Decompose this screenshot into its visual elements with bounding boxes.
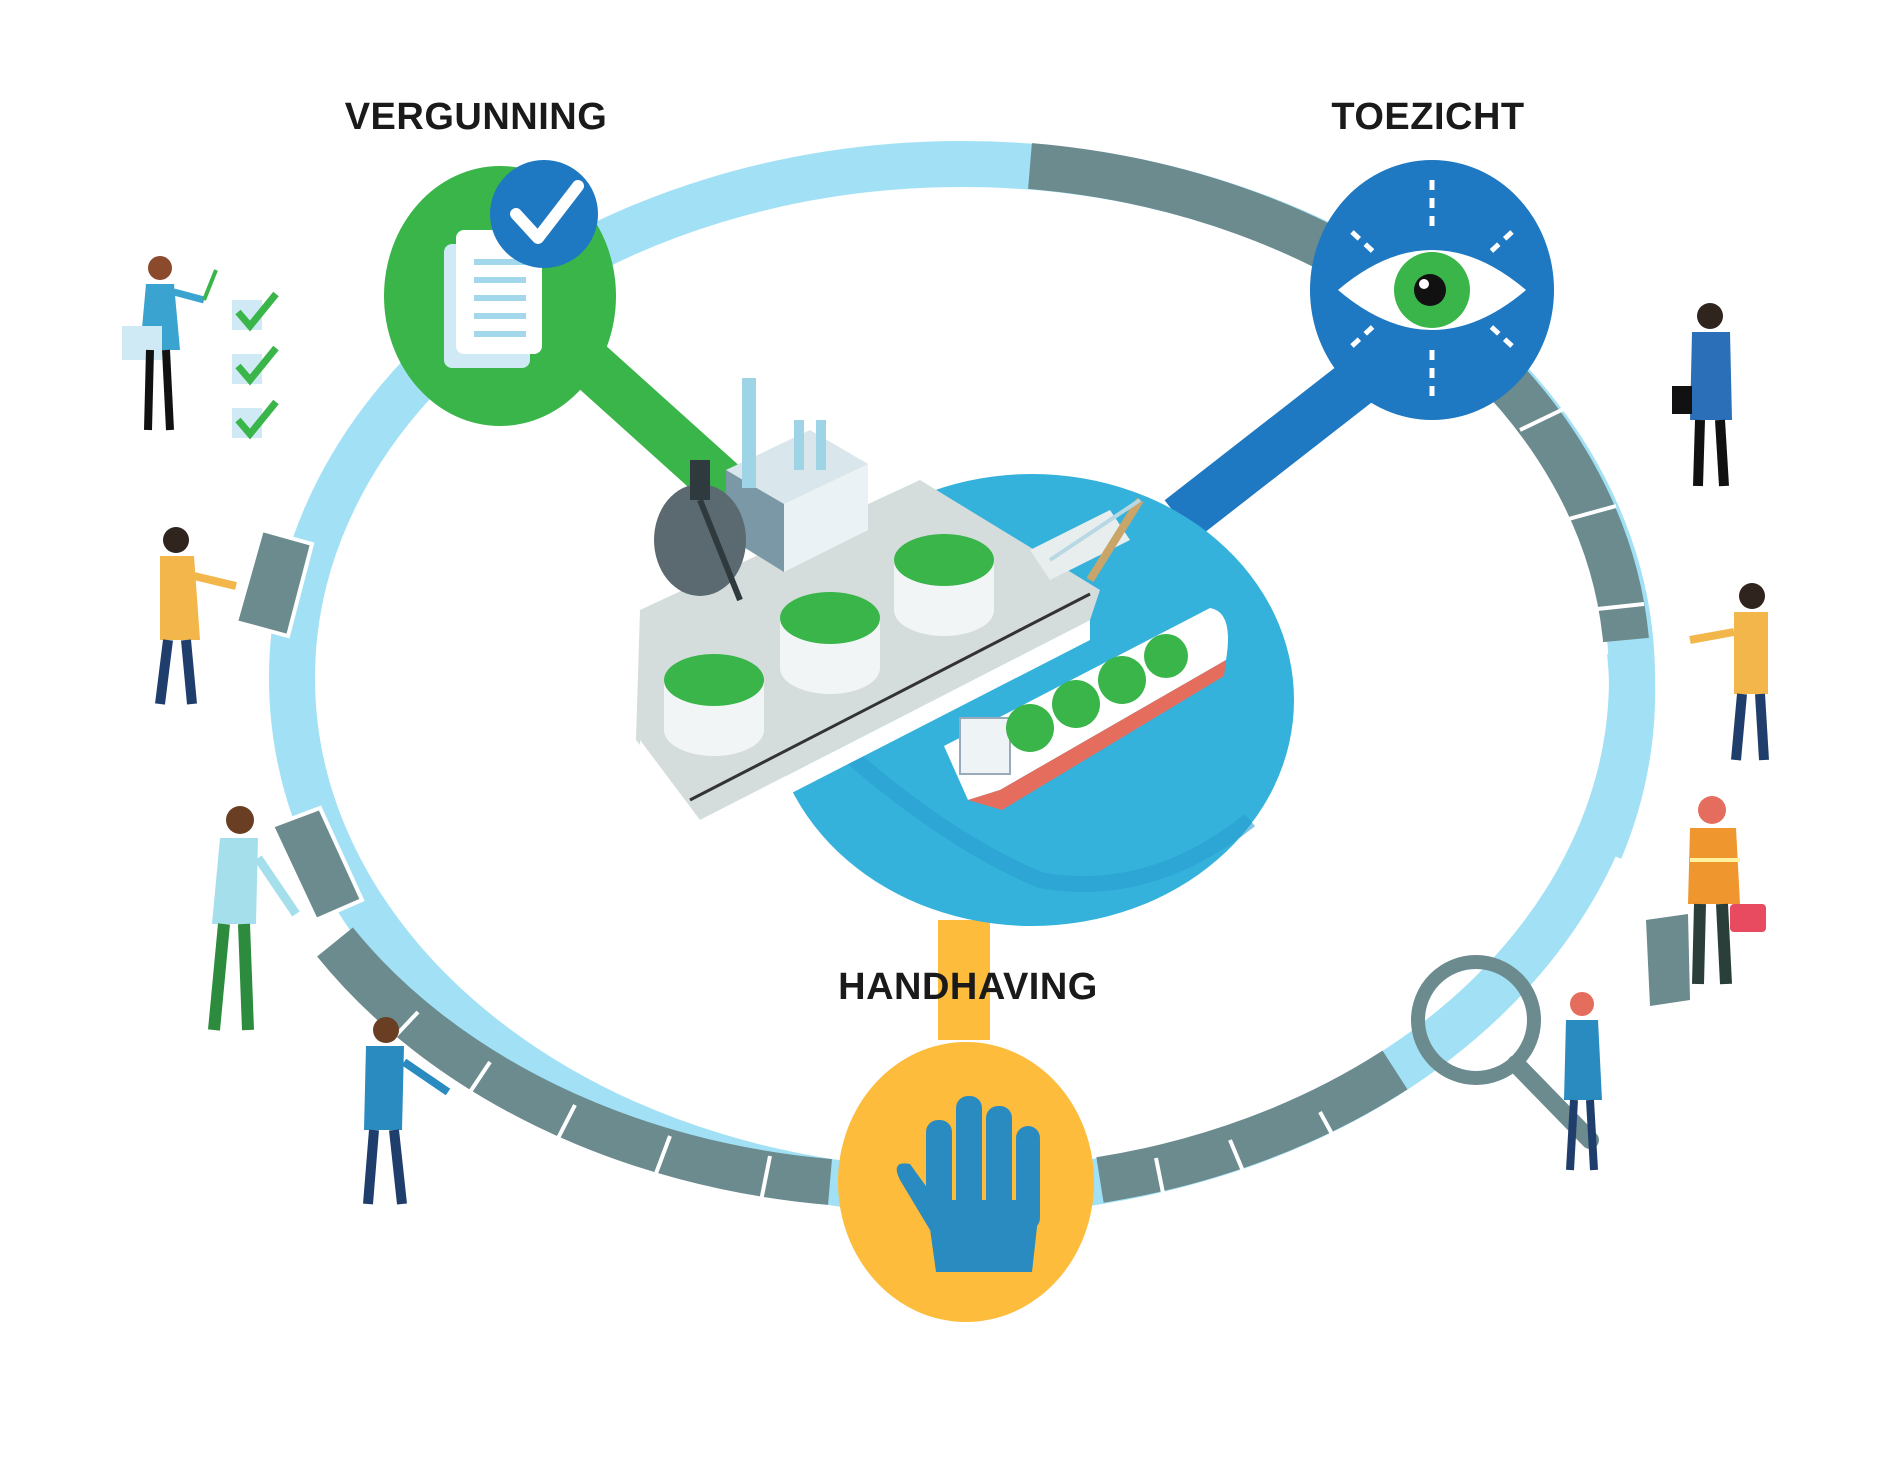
person-inspector xyxy=(1564,992,1602,1171)
vergunning-node xyxy=(384,160,616,426)
storage-tanks xyxy=(664,534,994,756)
ring-piece-left-top xyxy=(233,527,315,639)
handhaving-node xyxy=(838,1042,1094,1322)
port-terminal-scene xyxy=(636,378,1294,926)
person-firefighter xyxy=(1688,796,1766,985)
toezicht-connector xyxy=(1164,352,1386,540)
toezicht-node xyxy=(1310,160,1554,420)
person-suit-right xyxy=(1672,303,1732,487)
handhaving-connector xyxy=(938,920,990,1040)
lng-ship xyxy=(944,608,1228,810)
person-lightblue-left xyxy=(208,806,300,1031)
magnifying-glass-icon xyxy=(1411,955,1599,1149)
person-blue-pointing xyxy=(363,1017,451,1205)
vergunning-label: VERGUNNING xyxy=(344,96,608,138)
stop-hand-icon xyxy=(896,1096,1040,1272)
person-checklist xyxy=(122,256,218,431)
checklist-marks-icon xyxy=(232,291,279,440)
person-yellow-left xyxy=(155,527,237,705)
ring-piece-left-bottom xyxy=(269,805,365,923)
person-yellow-right xyxy=(1689,583,1769,761)
check-badge-icon xyxy=(490,160,598,268)
handhaving-label: HANDHAVING xyxy=(838,966,1098,1008)
toezicht-label: TOEZICHT xyxy=(1331,96,1525,138)
ring-piece-right xyxy=(1646,914,1690,1006)
